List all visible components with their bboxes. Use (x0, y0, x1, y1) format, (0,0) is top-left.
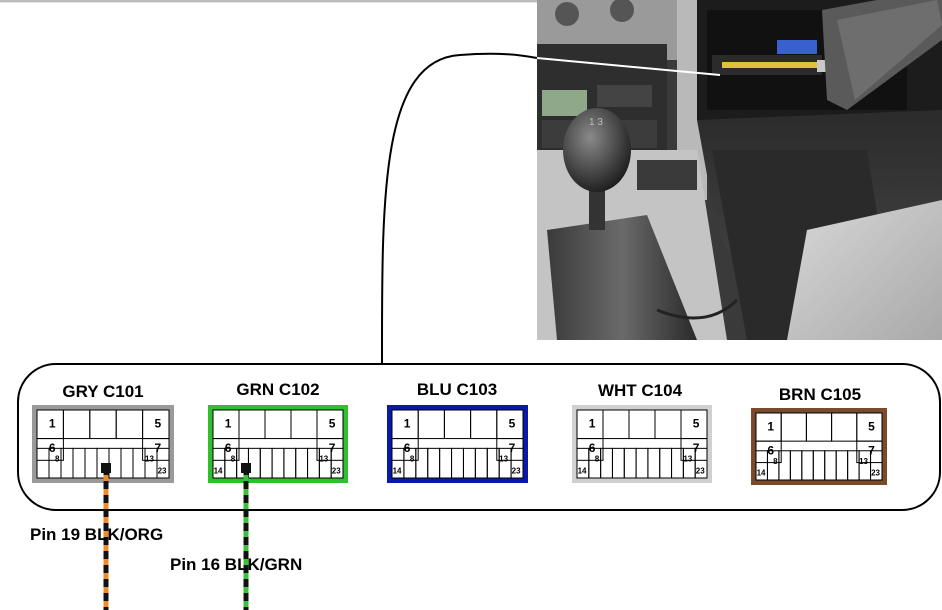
pin-number-6: 6 (225, 441, 232, 455)
connector-c102: GRN C102 1 5 6 7 8 13 23 14 (208, 380, 348, 483)
svg-text:1 3: 1 3 (589, 117, 603, 128)
connector-face-c103 (391, 409, 524, 479)
pin-number-13: 13 (145, 455, 154, 464)
connector-c104: WHT C104 1 5 6 7 8 13 23 14 (572, 381, 712, 483)
pin-number-7: 7 (693, 441, 700, 455)
pin-number-8: 8 (231, 455, 236, 464)
pin-number-8: 8 (595, 455, 600, 464)
wire-label-pin19: Pin 19 BLK/ORG (30, 525, 163, 544)
pin-number-6: 6 (49, 441, 56, 455)
connector-face-c102 (212, 409, 344, 479)
pin-number-14: 14 (757, 469, 766, 478)
pin-number-6: 6 (767, 443, 774, 457)
pin-number-23: 23 (871, 469, 880, 478)
connector-face-c105 (755, 412, 883, 481)
connector-face-c104 (576, 409, 708, 479)
pin-number-7: 7 (868, 443, 875, 457)
connector-label-c101: GRY C101 (62, 382, 143, 401)
connector-label-c105: BRN C105 (779, 385, 861, 404)
pin-number-13: 13 (683, 455, 692, 464)
pin-number-1: 1 (49, 417, 56, 431)
pin-number-23: 23 (696, 467, 705, 476)
pin-number-1: 1 (767, 419, 774, 433)
photo-pointer-line (536, 57, 721, 76)
pin-number-8: 8 (55, 455, 60, 464)
pin-number-8: 8 (773, 457, 778, 466)
pin-number-6: 6 (589, 441, 596, 455)
pin-number-5: 5 (868, 419, 875, 433)
pin-number-7: 7 (509, 441, 516, 455)
pin-number-14: 14 (214, 467, 223, 476)
pin-number-5: 5 (154, 417, 161, 431)
pin-number-7: 7 (154, 441, 161, 455)
pin-number-5: 5 (509, 417, 516, 431)
pin-number-7: 7 (329, 441, 336, 455)
pin-number-13: 13 (499, 455, 508, 464)
top-border-line (0, 0, 942, 2)
pin-number-23: 23 (332, 467, 341, 476)
pin-number-1: 1 (404, 417, 411, 431)
pin-number-13: 13 (859, 457, 868, 466)
top-border-line-shadow (0, 2, 942, 3)
pin-number-1: 1 (225, 417, 232, 431)
pin-number-5: 5 (329, 417, 336, 431)
pin-number-14: 14 (393, 467, 402, 476)
pin-number-23: 23 (512, 467, 521, 476)
connector-label-c103: BLU C103 (417, 380, 497, 399)
pin-number-13: 13 (319, 455, 328, 464)
pin-number-6: 6 (404, 441, 411, 455)
connector-label-c102: GRN C102 (236, 380, 319, 399)
pin-number-14: 14 (578, 467, 587, 476)
pin-number-1: 1 (589, 417, 596, 431)
pin-number-8: 8 (410, 455, 415, 464)
connector-label-c104: WHT C104 (598, 381, 683, 400)
leader-line (380, 52, 538, 365)
wire-label-pin16: Pin 16 BLK/GRN (170, 555, 302, 574)
car-interior-photo: 1 3 (537, 0, 942, 340)
pin-number-5: 5 (693, 417, 700, 431)
pin-number-23: 23 (158, 467, 167, 476)
connector-c103: BLU C103 1 5 6 7 8 13 23 14 (387, 380, 528, 483)
